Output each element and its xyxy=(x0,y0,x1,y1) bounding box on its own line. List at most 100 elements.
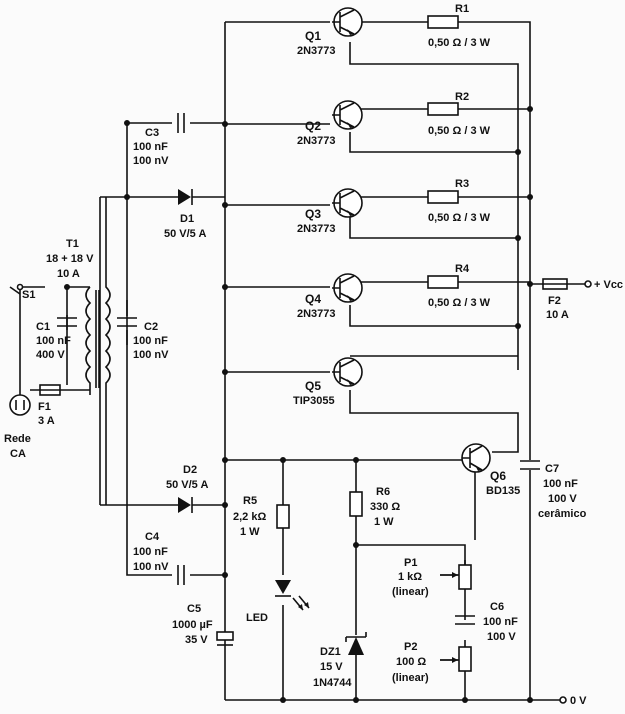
potentiometer-p1 xyxy=(440,564,472,590)
p1-value1: 1 kΩ xyxy=(398,571,422,583)
c7-label: C7 xyxy=(545,463,559,475)
p2-value2: (linear) xyxy=(392,672,429,684)
resistor-r6 xyxy=(349,491,363,517)
d2-value: 50 V/5 A xyxy=(166,479,208,491)
fuse-f1 xyxy=(39,384,61,396)
resistor-r5 xyxy=(276,504,290,529)
q4-part: 2N3773 xyxy=(297,308,336,320)
c6-label: C6 xyxy=(490,601,504,613)
led-diode xyxy=(275,580,310,611)
labels: Q1 2N3773 Q2 2N3773 Q3 2N3773 Q4 2N3773 … xyxy=(4,3,623,707)
switch-s1 xyxy=(9,283,24,295)
transistor-q5 xyxy=(332,357,363,387)
d1-value: 50 V/5 A xyxy=(164,228,206,240)
c3-value1: 100 nF xyxy=(133,141,168,153)
c1-value2: 400 V xyxy=(36,349,65,361)
c2-label: C2 xyxy=(144,321,158,333)
fuse-f2 xyxy=(542,278,568,290)
c5-value2: 35 V xyxy=(185,634,208,646)
zener-dz1 xyxy=(345,632,367,655)
c2-value2: 100 nV xyxy=(133,349,169,361)
mains-label1: Rede xyxy=(4,433,31,445)
r4-label: R4 xyxy=(455,263,470,275)
p2-value1: 100 Ω xyxy=(396,656,426,668)
capacitor-c2 xyxy=(117,317,137,327)
dz1-label: DZ1 xyxy=(320,646,341,658)
q4-label: Q4 xyxy=(305,292,321,306)
transistor-q1 xyxy=(332,7,363,37)
c5-label: C5 xyxy=(187,603,201,615)
ground-terminal xyxy=(559,696,567,704)
transistor-q2 xyxy=(332,100,363,130)
c4-value1: 100 nF xyxy=(133,546,168,558)
transistor-q3 xyxy=(332,188,363,218)
c6-value1: 100 nF xyxy=(483,616,518,628)
c7-value1: 100 nF xyxy=(543,478,578,490)
vcc-terminal xyxy=(584,280,592,288)
capacitor-c1 xyxy=(57,317,77,327)
t1-value2: 10 A xyxy=(57,268,80,280)
q3-label: Q3 xyxy=(305,207,321,221)
c5-value1: 1000 µF xyxy=(172,619,213,631)
p1-label: P1 xyxy=(404,557,417,569)
r1-label: R1 xyxy=(455,3,469,15)
q3-part: 2N3773 xyxy=(297,223,336,235)
diode-d1 xyxy=(178,189,193,205)
r3-value: 0,50 Ω / 3 W xyxy=(428,212,491,224)
c1-value1: 100 nF xyxy=(36,335,71,347)
d2-label: D2 xyxy=(183,464,197,476)
r5-label: R5 xyxy=(243,495,257,507)
r5-value2: 1 W xyxy=(240,526,260,538)
c6-value2: 100 V xyxy=(487,631,516,643)
f1-label: F1 xyxy=(38,401,51,413)
resistor-r1 xyxy=(427,15,459,29)
r1-value: 0,50 Ω / 3 W xyxy=(428,37,491,49)
transistor-q4 xyxy=(332,273,363,303)
capacitor-c5 xyxy=(216,631,234,646)
c2-value1: 100 nF xyxy=(133,335,168,347)
resistor-r2 xyxy=(427,102,459,116)
r2-value: 0,50 Ω / 3 W xyxy=(428,125,491,137)
junctions xyxy=(64,106,533,703)
c4-label: C4 xyxy=(145,531,160,543)
r6-value2: 1 W xyxy=(374,516,394,528)
resistor-r4 xyxy=(427,275,459,289)
q2-label: Q2 xyxy=(305,119,321,133)
capacitor-c7 xyxy=(520,460,540,470)
d1-label: D1 xyxy=(180,213,194,225)
c7-value3: cerâmico xyxy=(538,508,587,520)
capacitor-c4 xyxy=(177,565,185,585)
r6-value1: 330 Ω xyxy=(370,501,400,513)
q2-part: 2N3773 xyxy=(297,135,336,147)
c1-label: C1 xyxy=(36,321,50,333)
capacitor-c6 xyxy=(455,615,475,625)
c3-value2: 100 nV xyxy=(133,155,169,167)
p2-label: P2 xyxy=(404,641,417,653)
f2-label: F2 xyxy=(548,295,561,307)
f2-value: 10 A xyxy=(546,309,569,321)
resistor-r3 xyxy=(427,190,459,204)
dz1-value1: 15 V xyxy=(320,661,343,673)
vcc-label: + Vcc xyxy=(594,279,623,291)
t1-label: T1 xyxy=(66,238,79,250)
transformer-t1 xyxy=(85,197,111,505)
r5-value1: 2,2 kΩ xyxy=(233,511,266,523)
q5-label: Q5 xyxy=(305,379,321,393)
r2-label: R2 xyxy=(455,91,469,103)
f1-value: 3 A xyxy=(38,415,55,427)
dz1-value2: 1N4744 xyxy=(313,677,352,689)
mains-label2: CA xyxy=(10,448,26,460)
q6-label: Q6 xyxy=(490,469,506,483)
r4-value: 0,50 Ω / 3 W xyxy=(428,297,491,309)
capacitor-c3 xyxy=(177,113,185,133)
diode-d2 xyxy=(178,497,193,513)
q5-part: TIP3055 xyxy=(293,395,335,407)
q6-part: BD135 xyxy=(486,485,520,497)
potentiometer-p2 xyxy=(440,646,472,672)
c4-value2: 100 nV xyxy=(133,561,169,573)
mains-plug xyxy=(9,394,31,416)
ground-label: 0 V xyxy=(570,695,587,707)
transistor-q6 xyxy=(461,443,491,473)
